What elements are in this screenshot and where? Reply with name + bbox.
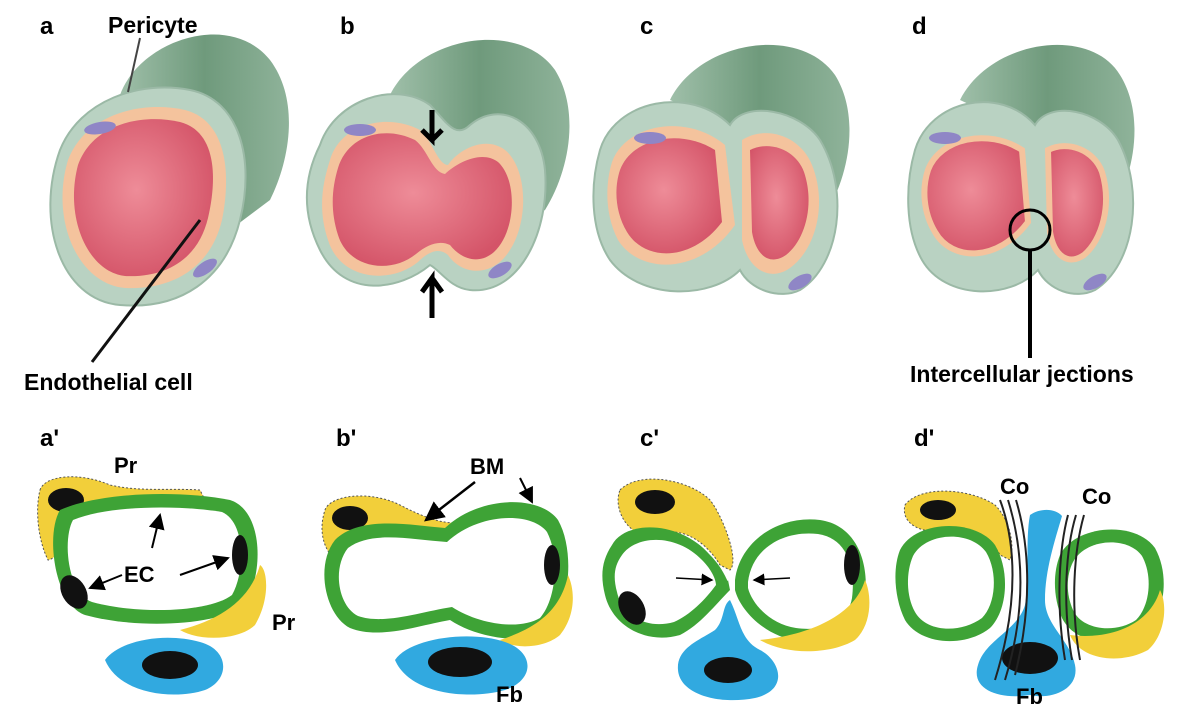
pericyte-nucleus-b1	[344, 124, 376, 136]
panel-letter-c: c	[640, 13, 653, 40]
label-co-left: Co	[1000, 474, 1029, 499]
label-pericyte: Pericyte	[108, 12, 198, 38]
fibroblast-nucleus-b-prime	[428, 647, 492, 677]
bm-arrow-2	[520, 478, 532, 502]
panel-a-prime: a' Pr EC Pr	[38, 425, 296, 695]
label-endothelial-cell: Endothelial cell	[24, 369, 193, 395]
ec-nucleus-b-prime-1	[544, 545, 560, 585]
label-intercellular-junctions: Intercellular jections	[910, 361, 1134, 387]
panel-b: b	[307, 13, 570, 318]
lumen-a-prime	[68, 507, 241, 610]
panel-letter-d: d	[912, 13, 927, 40]
lumen-d-prime-right	[1068, 542, 1149, 628]
label-fb-d: Fb	[1016, 684, 1043, 707]
label-bm: BM	[470, 454, 504, 479]
fibroblast-nucleus-a-prime	[142, 651, 198, 679]
panel-d-prime: d' Co Co Fb	[895, 425, 1164, 707]
arrow-up-b	[422, 278, 442, 318]
lumen-d2	[1048, 146, 1106, 259]
pericyte-nucleus-c-prime	[635, 490, 675, 514]
ec-nucleus-c-prime-2	[844, 545, 860, 585]
panel-letter-a: a	[40, 13, 54, 40]
label-fb-b: Fb	[496, 682, 523, 707]
panel-letter-d-prime: d'	[914, 425, 934, 452]
pericyte-nucleus-d-prime	[920, 500, 956, 520]
panel-a: a Pericyte Endothelial cell	[24, 12, 289, 395]
pericyte-nucleus-c1	[634, 132, 666, 144]
fibroblast-nucleus-c-prime	[704, 657, 752, 683]
ec-nucleus-a-prime-2	[232, 535, 248, 575]
panel-b-prime: b' BM Fb	[322, 425, 573, 707]
panel-c: c	[593, 13, 849, 294]
label-co-right: Co	[1082, 484, 1111, 509]
panel-letter-a-prime: a'	[40, 425, 59, 452]
label-pr-top: Pr	[114, 453, 138, 478]
pericyte-nucleus-d1	[929, 132, 961, 144]
label-ec: EC	[124, 562, 155, 587]
lumen-c1	[616, 138, 722, 253]
panel-letter-c-prime: c'	[640, 425, 659, 452]
panel-d: d Intercellular jections	[908, 13, 1134, 387]
panel-letter-b: b	[340, 13, 355, 40]
lumen-d-prime-left	[908, 537, 994, 629]
panel-letter-b-prime: b'	[336, 425, 356, 452]
panel-c-prime: c'	[602, 425, 869, 700]
label-pr-bottom: Pr	[272, 610, 296, 635]
